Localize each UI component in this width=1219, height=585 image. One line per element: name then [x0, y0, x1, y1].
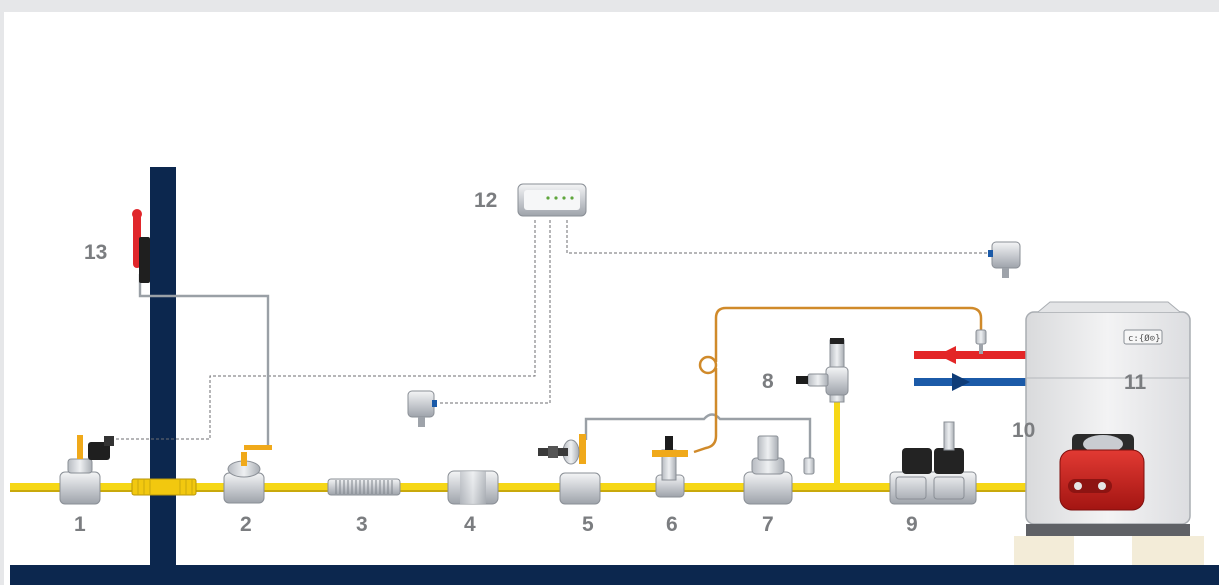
- component-3-flexible-hose: [327, 478, 401, 496]
- component-5-valve: [538, 434, 601, 505]
- label-8: 8: [762, 370, 774, 393]
- component-11-boiler: [1014, 301, 1204, 565]
- cold-water-pipe: [914, 373, 1028, 391]
- label-9: 9: [906, 513, 918, 536]
- label-7: 7: [762, 513, 774, 536]
- wall-sleeve: [131, 478, 197, 496]
- signal-wires: [114, 220, 990, 440]
- component-9-double-solenoid: [889, 421, 977, 505]
- label-13: 13: [84, 241, 107, 264]
- component-13-shutoff-lever: [132, 209, 150, 283]
- label-5: 5: [582, 513, 594, 536]
- gas-detector-left: [407, 390, 437, 427]
- component-1-solenoid-valve: [59, 435, 114, 505]
- component-8-pressure-switch: [796, 338, 849, 403]
- impulse-lines: [138, 274, 812, 464]
- component-4-filter: [447, 470, 499, 505]
- gas-detector-right: [988, 241, 1021, 278]
- orange-impulse-line: [693, 306, 983, 454]
- gas-train-diagram: c:{Ø⊙} 1 2 3 4: [4, 12, 1219, 585]
- boiler-fitting: [975, 329, 987, 354]
- component-7-regulator: [743, 435, 815, 505]
- component-2-valve: [223, 445, 272, 504]
- floor: [10, 565, 1219, 585]
- main-gas-pipe: [10, 483, 1078, 492]
- label-11: 11: [1124, 371, 1147, 394]
- branch-pipe: [834, 402, 840, 487]
- label-12: 12: [474, 189, 497, 212]
- label-3: 3: [356, 513, 368, 536]
- boiler-display: c:{Ø⊙}: [1128, 333, 1161, 344]
- label-4: 4: [464, 513, 476, 536]
- wall: [150, 167, 176, 565]
- component-6-shutoff-valve: [652, 436, 688, 498]
- component-12-controller: [517, 183, 587, 217]
- label-1: 1: [74, 513, 86, 536]
- hot-water-pipe: [914, 346, 1028, 364]
- label-10: 10: [1012, 419, 1035, 442]
- label-2: 2: [240, 513, 252, 536]
- component-10-burner: [1059, 434, 1145, 511]
- label-6: 6: [666, 513, 678, 536]
